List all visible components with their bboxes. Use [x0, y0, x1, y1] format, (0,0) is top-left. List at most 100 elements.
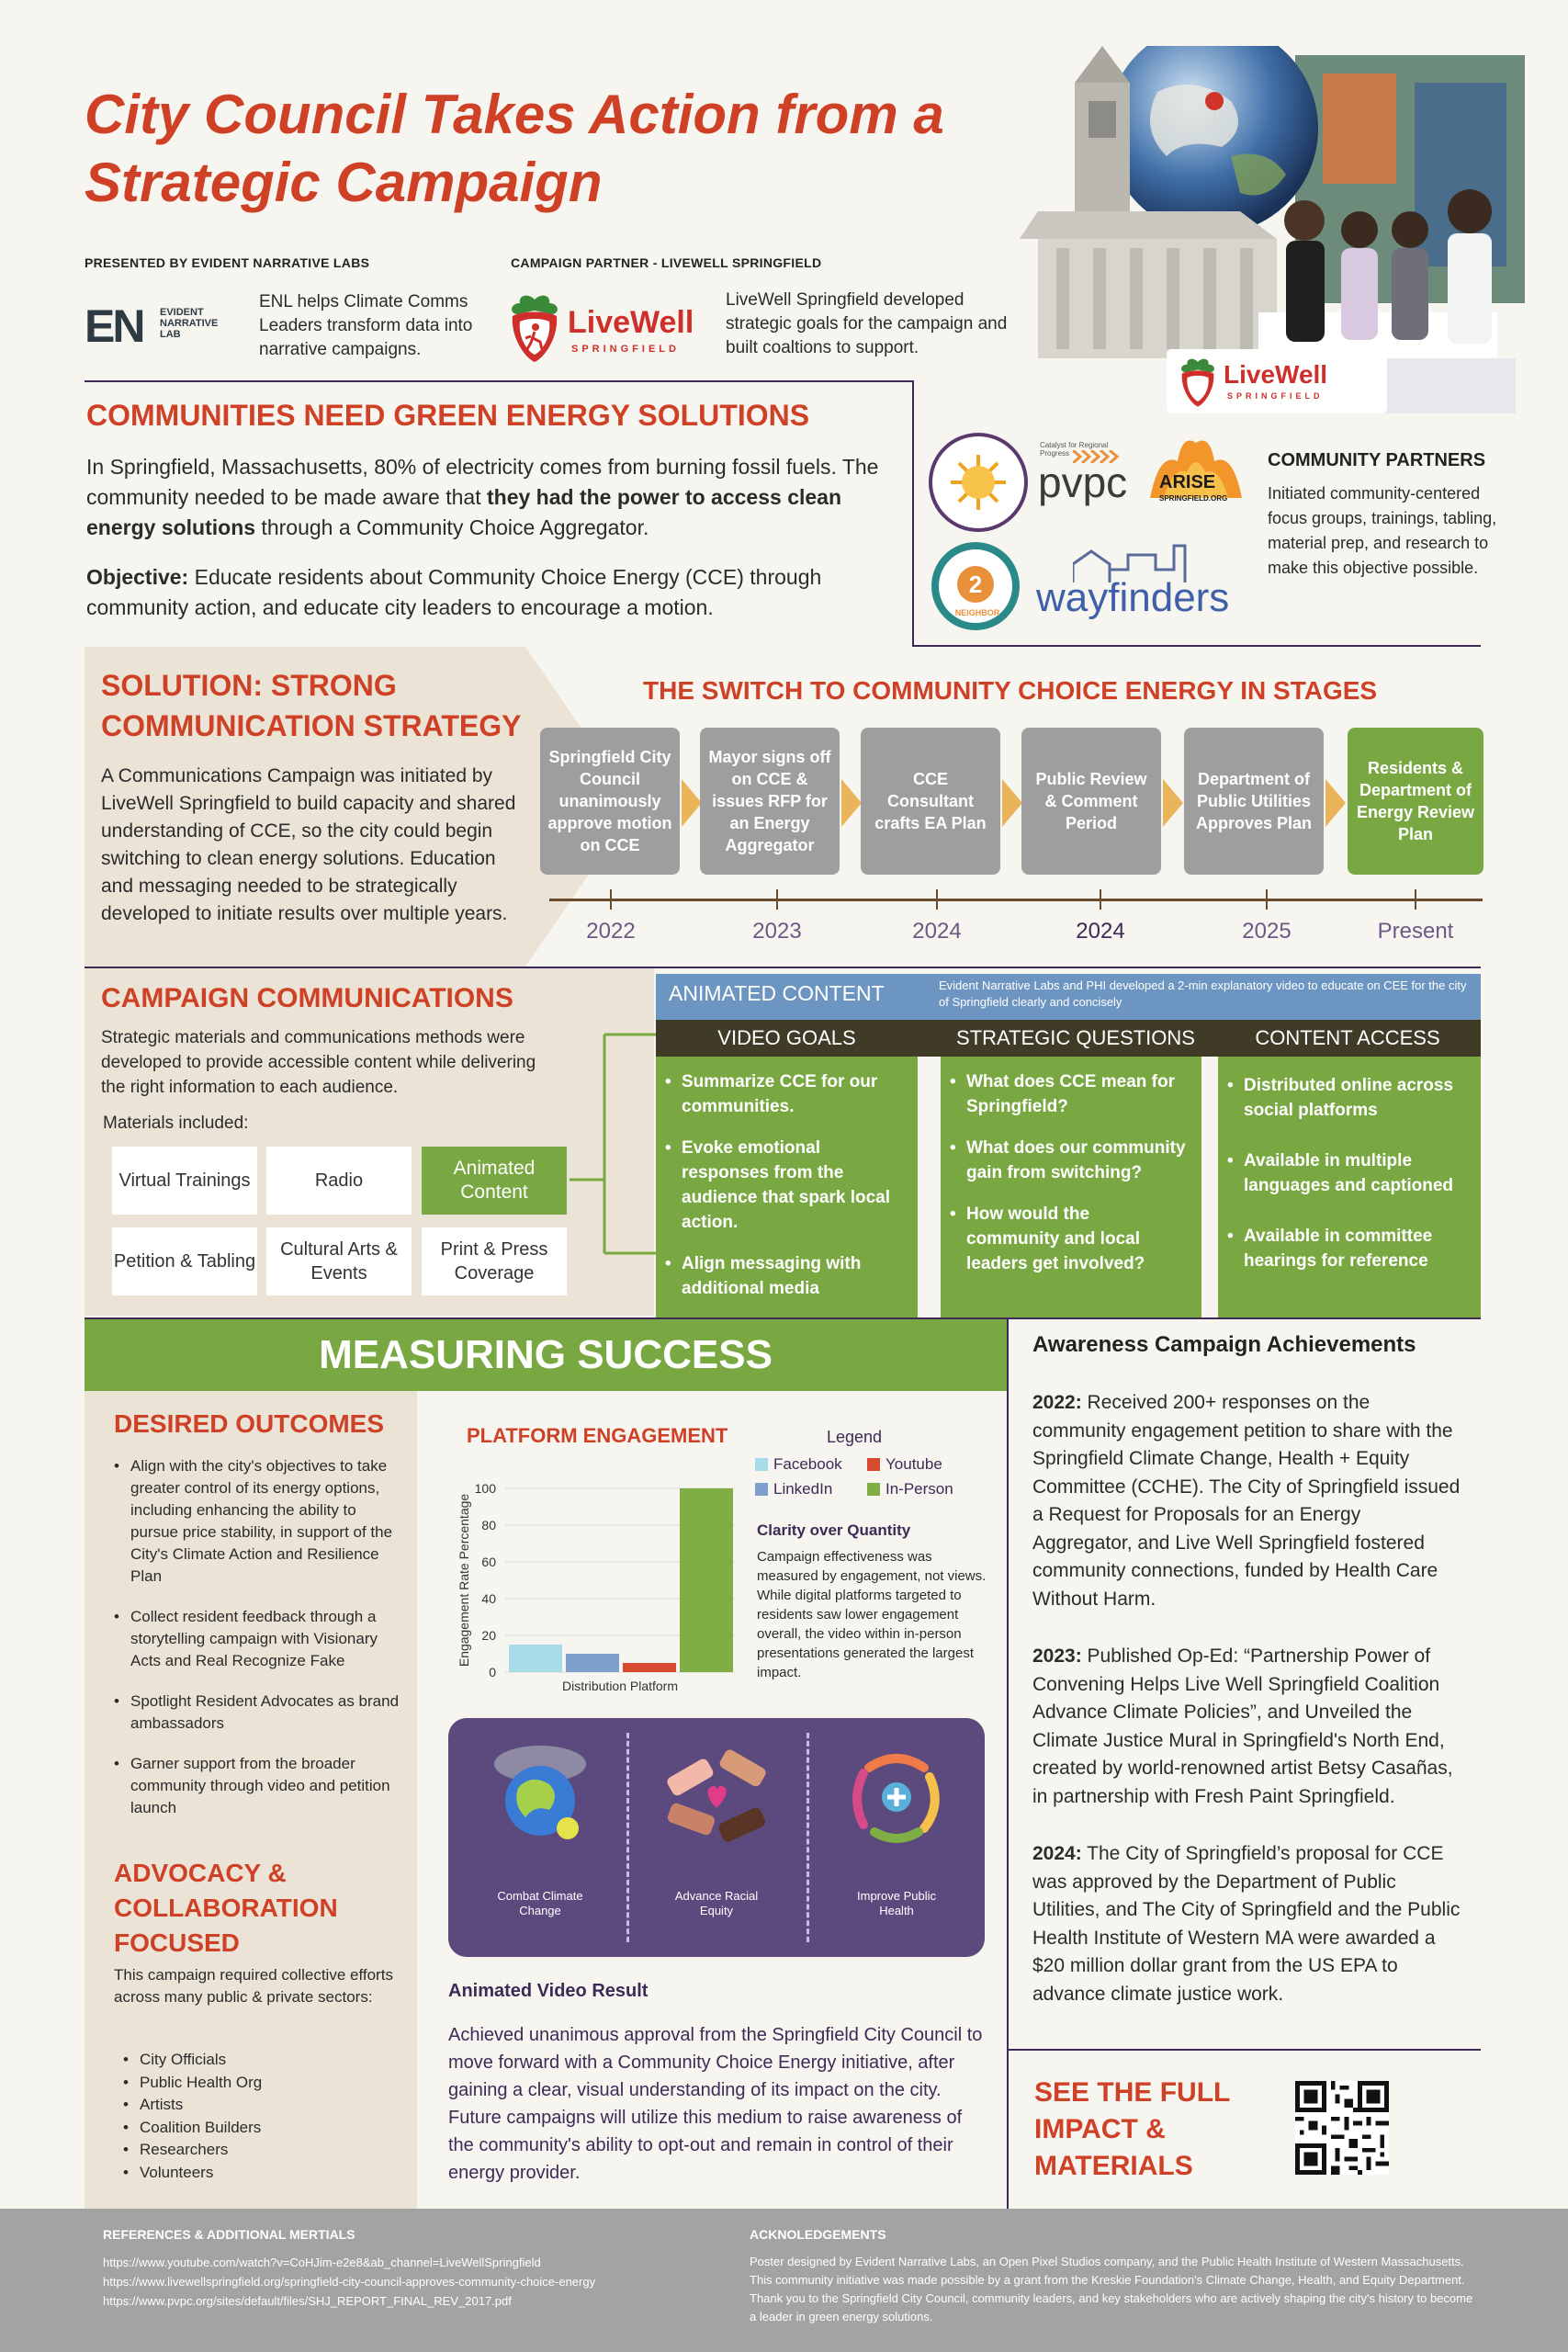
stage-5-year: 2025	[1242, 919, 1292, 944]
see-full-impact-link[interactable]: SEE THE FULL IMPACT & MATERIALS	[1034, 2077, 1230, 2181]
arrow-icon	[841, 779, 862, 827]
advocacy-text: This campaign required collective effort…	[114, 1966, 393, 2006]
timeline-tick	[936, 889, 938, 910]
reference-link[interactable]: https://www.livewellspringfield.org/spri…	[103, 2275, 596, 2289]
timeline-axis	[549, 899, 1483, 901]
legend-item-linkedin: LinkedIn	[755, 1480, 832, 1498]
list-item: Evoke emotional responses from the audie…	[665, 1136, 903, 1235]
achievement-text: Received 200+ responses on the community…	[1032, 1392, 1461, 1610]
solution-background	[85, 647, 636, 967]
legend-swatch	[867, 1458, 880, 1471]
y-tick-label: 40	[481, 1591, 496, 1606]
material-animated-content: Animated Content	[422, 1147, 567, 1215]
arise-sub: SPRINGFIELD.ORG	[1159, 494, 1228, 503]
enl-logo-mark: EN	[85, 300, 145, 352]
qr-code[interactable]	[1295, 2081, 1389, 2175]
arrow-icon	[1325, 779, 1346, 827]
campaign-heading: CAMPAIGN COMMUNICATIONS	[101, 983, 513, 1013]
needs-paragraph: In Springfield, Massachusetts, 80% of el…	[86, 452, 904, 543]
list-item: How would the community and local leader…	[950, 1202, 1187, 1276]
enl-logo-word-1: EVIDENT	[160, 307, 204, 318]
col-video-goals: Summarize CCE for our communities. Evoke…	[656, 1057, 918, 1318]
animated-content-label: ANIMATED CONTENT	[669, 981, 885, 1005]
livewell-wordmark: LiveWell	[568, 305, 694, 340]
pvpc-wordmark: pvpc	[1038, 458, 1128, 506]
stages-heading: THE SWITCH TO COMMUNITY CHOICE ENERGY IN…	[643, 676, 1378, 705]
legend-label: Youtube	[886, 1455, 942, 1473]
icon-label-climate: Combat Climate Change	[497, 1889, 583, 1917]
col-head-strategic-questions: STRATEGIC QUESTIONS	[956, 1026, 1195, 1049]
hands-heart-icon	[667, 1749, 766, 1842]
livewell-logo: LiveWell SPRINGFIELD	[507, 292, 709, 366]
legend-title: Legend	[827, 1428, 883, 1446]
legend-label: Facebook	[773, 1455, 842, 1473]
stage-4: Public Review & Comment Period	[1021, 728, 1161, 875]
people-circle-icon	[852, 1754, 940, 1843]
list-item: Public Health Org	[118, 2072, 262, 2095]
legend-swatch	[755, 1458, 768, 1471]
reference-link[interactable]: https://www.pvpc.org/sites/default/files…	[103, 2294, 512, 2308]
list-item: Available in committee hearings for refe…	[1227, 1224, 1466, 1273]
bar-linkedin	[566, 1654, 619, 1672]
stage-3: CCE Consultant crafts EA Plan	[861, 728, 1000, 875]
material-radio: Radio	[266, 1147, 412, 1215]
measuring-banner	[85, 1319, 1007, 1391]
campaign-text: Strategic materials and communications m…	[101, 1028, 536, 1097]
y-axis-label: Engagement Rate Percentage	[457, 1494, 471, 1668]
legend-item-in-person: In-Person	[867, 1480, 953, 1498]
list-item: Garner support from the broader communit…	[108, 1753, 402, 1819]
animated-content-note: Evident Narrative Labs and PHI developed…	[939, 978, 1467, 1009]
solution-section	[85, 647, 1481, 967]
acknowledgements-heading: ACKNOLEDGEMENTS	[750, 2227, 886, 2242]
desired-outcomes-list: Align with the city's objectives to take…	[108, 1455, 402, 1819]
stage-3-year: 2024	[912, 919, 962, 944]
needs-text-c: through a Community Choice Aggregator.	[255, 515, 649, 539]
divider-vertical	[1007, 1319, 1009, 2209]
achievement-year: 2024:	[1032, 1843, 1082, 1864]
list-item: What does CCE mean for Springfield?	[950, 1069, 1187, 1119]
video-result-text: Achieved unanimous approval from the Spr…	[448, 2025, 983, 2183]
divider-horizontal	[1009, 2049, 1481, 2051]
strawberry-icon	[512, 295, 558, 362]
enl-logo-word-2: NARRATIVE	[160, 318, 219, 329]
livewell-description: LiveWell Springfield developed strategic…	[726, 290, 1008, 357]
list-item: Available in multiple languages and capt…	[1227, 1148, 1466, 1198]
list-item: Summarize CCE for our communities.	[665, 1069, 903, 1119]
columns-header-bar	[656, 1020, 1481, 1057]
timeline-tick	[776, 889, 778, 910]
arrow-icon	[1163, 779, 1183, 827]
enl-description: ENL helps Climate Comms Leaders transfor…	[259, 292, 473, 359]
arrow-icon	[1002, 779, 1022, 827]
campaign-partner-label: CAMPAIGN PARTNER - LIVEWELL SPRINGFIELD	[511, 255, 822, 270]
reference-link[interactable]: https://www.youtube.com/watch?v=CoHJim-e…	[103, 2256, 541, 2269]
achievement-2023: 2023: Published Op-Ed: “Partnership Powe…	[1032, 1643, 1464, 1811]
chart-title: PLATFORM ENGAGEMENT	[467, 1424, 728, 1447]
solution-text: A Communications Campaign was initiated …	[101, 765, 516, 924]
livewell-sub: SPRINGFIELD	[571, 344, 680, 355]
divider-horizontal	[85, 1317, 1481, 1319]
x-axis-label: Distribution Platform	[562, 1679, 678, 1693]
advocacy-heading: ADVOCACY & COLLABORATION FOCUSED	[114, 1859, 338, 1957]
livewell-banner: LiveWell SPRINGFIELD	[1167, 349, 1387, 413]
page-title: City Council Takes Action from a Strateg…	[85, 84, 944, 213]
achievements-heading: Awareness Campaign Achievements	[1032, 1332, 1416, 1357]
needs-heading: COMMUNITIES NEED GREEN ENERGY SOLUTIONS	[86, 399, 810, 432]
livewell-banner-wordmark: LiveWell	[1224, 360, 1328, 389]
timeline-tick	[1100, 889, 1101, 910]
materials-label: Materials included:	[103, 1114, 249, 1133]
neighbor-text: NEIGHBOR	[954, 608, 1000, 617]
skyline-icon	[1073, 544, 1187, 582]
stage-2-year: 2023	[752, 919, 802, 944]
list-item: Artists	[118, 2094, 262, 2117]
list-item: Spotlight Resident Advocates as brand am…	[108, 1690, 402, 1735]
sectors-list: City Officials Public Health Org Artists…	[118, 2049, 262, 2184]
timeline-tick	[1266, 889, 1268, 910]
city-hall-mural-illustration	[1020, 23, 1525, 413]
needs-text-bold: they had the power to access clean energ…	[86, 485, 842, 539]
legend-label: In-Person	[886, 1480, 953, 1498]
strawberry-icon	[1181, 358, 1214, 407]
stage-5: Department of Public Utilities Approves …	[1184, 728, 1324, 875]
enl-logo-word-3: LAB	[160, 329, 181, 340]
bar-facebook	[509, 1645, 562, 1672]
legend-swatch	[867, 1483, 880, 1496]
